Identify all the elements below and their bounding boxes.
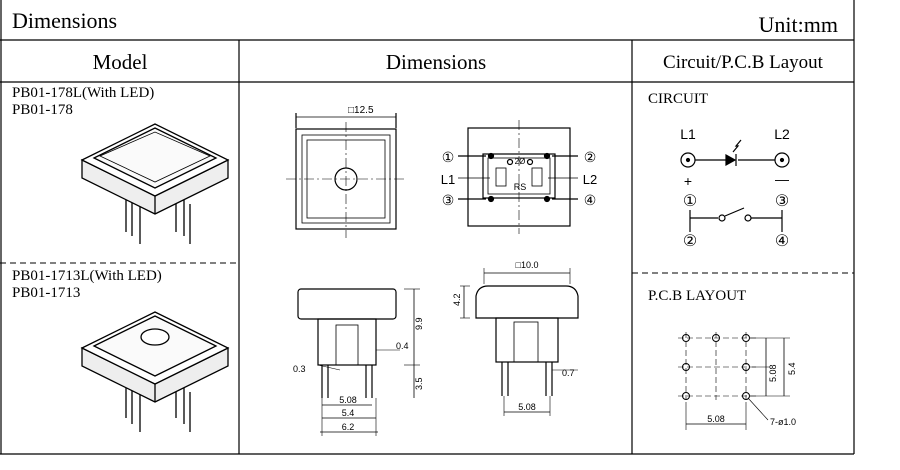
model-1-label: PB01-178L(With LED) PB01-178 [12,85,154,119]
side-height-9.9: 9.9 [414,317,424,330]
model-1-name: PB01-178 [12,102,73,118]
model-1-name-led: PB01-178L(With LED) [12,85,155,101]
front-view-drawing [460,268,579,416]
pcb-height-5.4: 5.4 [787,362,797,375]
circuit-terminal-1: ① [683,193,697,210]
side-width-6.2: 6.2 [342,422,355,432]
rs-mark: RS [514,182,527,192]
side-dim-3.5: 3.5 [414,377,424,390]
switch-mark: 2Ø [515,157,526,166]
bottom-view-drawing [458,120,578,234]
minus-sign: — [775,171,789,187]
circuit-l1-label: L1 [680,126,696,142]
circuit-l2-label: L2 [774,126,790,142]
pcb-hole-spec: 7-ø1.0 [770,417,796,427]
side-width-5.08: 5.08 [339,395,357,405]
circuit-terminal-2: ② [683,233,697,250]
pcb-height-5.08: 5.08 [768,364,778,382]
circuit-terminal-4: ④ [775,233,789,250]
model-column-header: Model [92,50,148,74]
pcb-width-5.08: 5.08 [707,414,725,424]
side-width-5.4: 5.4 [342,408,355,418]
circuit-title: CIRCUIT [648,91,708,107]
table-grid [0,0,855,455]
pcb-layout-drawing [678,332,790,430]
top-terminal-2: ② [584,149,597,165]
dimensions-column-header: Dimensions [385,50,487,74]
page-title: Dimensions [12,8,118,33]
top-view-drawing [286,113,406,238]
plus-sign: + [684,173,692,189]
top-terminal-3: ③ [442,192,455,208]
model-2-label: PB01-1713L(With LED) PB01-1713 [12,268,162,302]
front-size-label: □10.0 [516,260,539,270]
top-l1-label: L1 [441,172,455,187]
switch-1713-illustration [80,311,230,432]
switch-178-illustration [80,123,230,244]
top-size-label: □12.5 [348,105,374,116]
circuit-column-header: Circuit/P.C.B Layout [663,52,823,73]
unit-label: Unit:mm [758,12,838,37]
top-terminal-4: ④ [584,192,597,208]
side-view-drawing [297,288,420,436]
top-terminal-1: ① [442,149,455,165]
front-width-5.08: 5.08 [518,402,536,412]
pcb-layout-title: P.C.B LAYOUT [648,288,747,304]
model-2-name-led: PB01-1713L(With LED) [12,268,162,284]
model-2-name: PB01-1713 [12,285,81,301]
side-dim-0.3: 0.3 [293,364,306,374]
top-l2-label: L2 [583,172,597,187]
circuit-terminal-3: ③ [775,193,789,210]
side-dim-0.4: 0.4 [396,341,409,351]
circuit-diagram [680,139,790,232]
front-height-4.2: 4.2 [452,293,462,306]
front-dim-0.7: 0.7 [562,368,575,378]
